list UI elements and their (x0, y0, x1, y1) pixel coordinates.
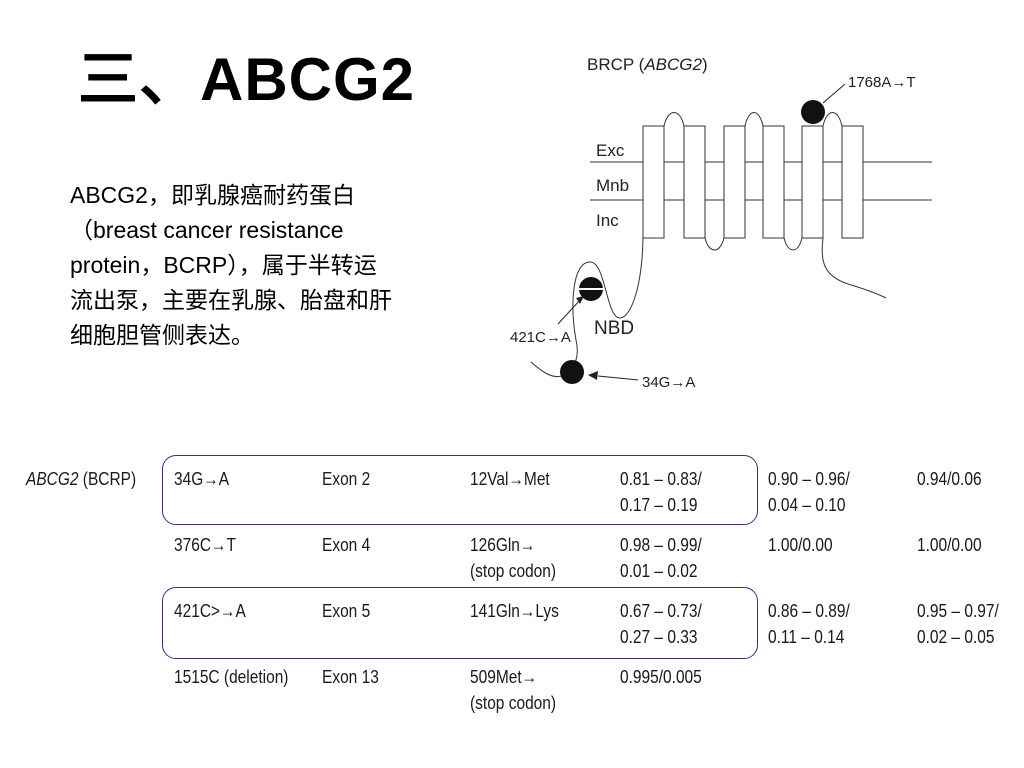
table-cell-freq3: 0.94/0.06 (917, 469, 982, 489)
table-cell-freq2: 0.90 – 0.96/0.04 – 0.10 (768, 469, 850, 515)
bcrp-topology-diagram: BRCP (ABCG2) Exc Mnb Inc 1768A→T 421C→A … (510, 55, 932, 391)
highlight-box-row-3 (162, 587, 758, 659)
description-line: 细胞胆管侧表达。 (70, 322, 254, 348)
highlight-box-row-1 (162, 455, 758, 525)
table-cell-freq2: 0.86 – 0.89/0.11 – 0.14 (768, 601, 850, 647)
slide-title: 三、ABCG2 (78, 46, 416, 113)
table-cell-exon: Exon 13 (322, 667, 379, 687)
table-cell-variant: 376C→T (174, 535, 236, 555)
helix-4 (762, 125, 785, 239)
layer-label-mnb: Mnb (596, 176, 629, 195)
snp-34-arrowhead (588, 371, 598, 380)
table-cell-variant: 34G→A (174, 469, 230, 489)
snp-34-marker (560, 360, 584, 384)
table-cell-aa: 126Gln→(stop codon) (470, 535, 557, 581)
snp-1768-arrow (822, 83, 846, 104)
description-line: ABCG2，即乳腺癌耐药蛋白 (70, 182, 355, 208)
helix-1 (642, 125, 665, 239)
nbd-label: NBD (594, 318, 634, 339)
table-cell-freq1: 0.995/0.005 (620, 667, 702, 687)
helix-6 (841, 125, 864, 239)
description-line: 流出泵，主要在乳腺、胎盘和肝 (70, 287, 392, 313)
table-cell-freq1: 0.81 – 0.83/0.17 – 0.19 (620, 469, 702, 515)
snp-421-label: 421C→A (510, 329, 571, 346)
table-cell-aa: 509Met→(stop codon) (470, 667, 557, 713)
snp-34-arrow (597, 375, 639, 381)
snp-1768-label: 1768A→T (848, 74, 916, 91)
table-cell-freq1: 0.98 – 0.99/0.01 – 0.02 (620, 535, 702, 581)
helix-5 (801, 125, 824, 239)
intracellular-loops (704, 237, 803, 251)
table-cell-freq3: 1.00/0.00 (917, 535, 982, 555)
table-cell-freq1: 0.67 – 0.73/0.27 – 0.33 (620, 601, 702, 647)
gene-label: ABCG2 (BCRP) (26, 469, 137, 489)
description-line: （breast cancer resistance (70, 217, 344, 243)
snp-1768-marker (801, 100, 825, 124)
diagram-title: BRCP (ABCG2) (587, 55, 708, 74)
slide-description: ABCG2，即乳腺癌耐药蛋白 （breast cancer resistance… (70, 178, 490, 353)
c-terminal-tail (821, 237, 887, 299)
table-cell-variant: 1515C (deletion) (174, 667, 289, 687)
layer-label-exc: Exc (596, 141, 625, 160)
helix-3 (723, 125, 746, 239)
helix-2 (683, 125, 706, 239)
table-cell-exon: Exon 2 (322, 469, 371, 489)
table-cell-aa: 141Gln→Lys (470, 601, 559, 621)
snp-421-arrowhead (576, 296, 584, 304)
nbd-chain (530, 237, 644, 378)
extracellular-loops (663, 112, 843, 127)
table-cell-exon: Exon 5 (322, 601, 371, 621)
transmembrane-helices (642, 125, 864, 239)
table-cell-exon: Exon 4 (322, 535, 371, 555)
layer-label-inc: Inc (596, 211, 619, 230)
table-cell-freq3: 0.95 – 0.97/0.02 – 0.05 (917, 601, 999, 647)
table-cell-freq2: 1.00/0.00 (768, 535, 833, 555)
description-line: protein，BCRP），属于半转运 (70, 252, 377, 278)
table-cell-variant: 421C>→A (174, 601, 246, 621)
snp-34-label: 34G→A (642, 374, 695, 391)
snp-421-arrow (557, 299, 581, 325)
table-cell-aa: 12Val→Met (470, 469, 550, 489)
polymorphism-table: ABCG2 (BCRP) 34G→A Exon 2 12Val→Met 0.81… (0, 452, 1024, 752)
